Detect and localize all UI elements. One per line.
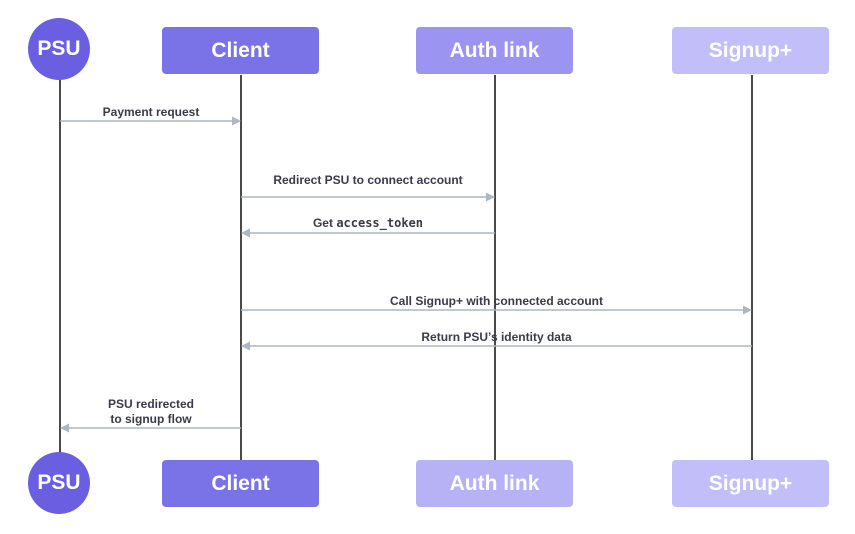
actor-auth-link-top-label: Auth link [449,38,540,62]
arrow-redirect-psu [241,192,495,202]
actor-signup-top: Signup+ [672,27,829,74]
actor-client-top: Client [162,27,319,74]
arrow-call-signup [241,305,752,315]
actor-signup-top-label: Signup+ [708,38,793,62]
actor-auth-link-bottom-label: Auth link [449,471,540,495]
actor-client-top-label: Client [211,38,270,62]
message-label-redirect-psu: Redirect PSU to connect account [273,173,463,187]
actor-psu-top-label: PSU [37,37,81,60]
arrow-psu-redirected [60,423,241,433]
actor-signup-bottom: Signup+ [672,460,829,507]
actor-auth-link-top: Auth link [416,27,573,74]
actor-client-bottom-label: Client [211,471,270,495]
actor-psu-bottom: PSU [28,452,90,514]
lifeline-client [240,75,242,460]
actor-psu-bottom-label: PSU [37,471,81,494]
message-label-get-access-token: Get access_token [312,216,424,230]
actor-client-bottom: Client [162,460,319,507]
actor-auth-link-bottom: Auth link [416,460,573,507]
message-label-payment-request: Payment request [102,105,200,119]
arrow-return-identity [241,341,752,351]
lifeline-psu [59,80,61,460]
arrow-payment-request [60,116,241,126]
message-label-call-signup: Call Signup+ with connected account [389,294,604,308]
actor-psu-top: PSU [28,18,90,80]
arrow-get-access-token [241,228,495,238]
lifeline-signup [751,75,753,460]
message-label-psu-redirected: PSU redirected to signup flow [107,397,195,426]
actor-signup-bottom-label: Signup+ [708,471,793,495]
lifeline-auth-link [494,75,496,460]
message-label-return-identity: Return PSU’s identity data [421,330,572,344]
